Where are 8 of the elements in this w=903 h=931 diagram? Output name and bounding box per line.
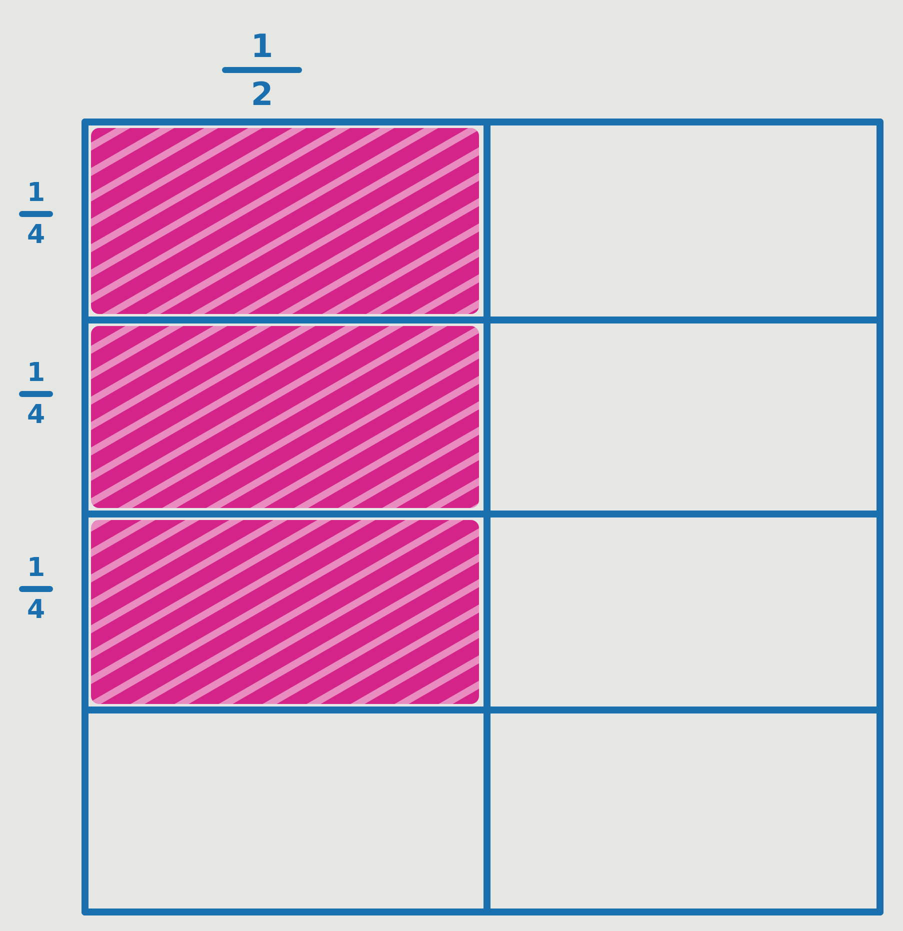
fraction-denominator: 4 bbox=[26, 597, 46, 623]
fraction-numerator: 1 bbox=[26, 555, 46, 581]
fraction-denominator: 4 bbox=[26, 402, 46, 428]
fraction-numerator: 1 bbox=[250, 30, 274, 62]
fraction-denominator: 4 bbox=[26, 222, 46, 248]
fraction-numerator: 1 bbox=[26, 360, 46, 386]
fraction-numerator: 1 bbox=[26, 180, 46, 206]
fraction-denominator: 2 bbox=[250, 78, 274, 110]
